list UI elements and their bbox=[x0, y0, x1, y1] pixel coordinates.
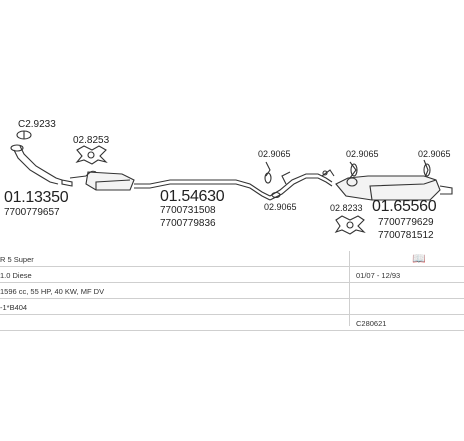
gasket-c29233-shape bbox=[16, 130, 32, 140]
info-left: -1*B404 bbox=[0, 303, 28, 312]
middle-silencer-shape bbox=[69, 170, 135, 191]
intermediate-pipe-shape bbox=[134, 179, 271, 201]
part-code-029065-d: 02.9065 bbox=[418, 149, 451, 159]
rear-silencer-shape bbox=[335, 175, 453, 201]
part-ref-7700779836: 7700779836 bbox=[160, 218, 216, 229]
info-right: 01/07 - 12/93 bbox=[356, 271, 401, 280]
exhaust-drawing bbox=[10, 130, 453, 235]
part-ref-7700731508: 7700731508 bbox=[160, 205, 216, 216]
front-pipe-shape bbox=[10, 144, 73, 187]
vehicle-info-table: R 5 Super 📖 1.0 Diese 01/07 - 12/93 1596… bbox=[0, 251, 464, 331]
info-row: C280621 bbox=[0, 315, 464, 331]
info-row: -1*B404 bbox=[0, 299, 464, 315]
info-column-divider bbox=[349, 251, 350, 326]
part-code-028233: 02.8233 bbox=[330, 203, 363, 213]
part-ref-7700781512: 7700781512 bbox=[378, 230, 434, 241]
part-code-0165560: 01.65560 bbox=[372, 198, 437, 215]
info-right: C280621 bbox=[356, 319, 387, 328]
part-ref-7700779657: 7700779657 bbox=[4, 207, 60, 218]
part-code-029065-a: 02.9065 bbox=[258, 149, 291, 159]
part-code-029065-b: 02.9065 bbox=[264, 202, 297, 212]
info-row: R 5 Super 📖 bbox=[0, 251, 464, 267]
part-code-029065-c: 02.9065 bbox=[346, 149, 379, 159]
clamp-028233-shape bbox=[334, 215, 366, 235]
exhaust-diagram: C2.9233 02.8253 01.13350 7700779657 01.5… bbox=[4, 119, 453, 241]
part-code-c29233: C2.9233 bbox=[18, 119, 56, 130]
info-left: 1.0 Diese bbox=[0, 271, 32, 280]
part-code-0154630: 01.54630 bbox=[160, 188, 225, 205]
part-code-0113350: 01.13350 bbox=[4, 189, 69, 206]
manual-icon[interactable]: 📖 bbox=[412, 253, 426, 265]
part-ref-7700779629: 7700779629 bbox=[378, 217, 434, 228]
info-left: R 5 Super bbox=[0, 255, 34, 264]
info-left: 1596 cc, 55 HP, 40 KW, MF DV bbox=[0, 287, 105, 296]
clamp-028253-shape bbox=[75, 145, 108, 165]
part-code-028253: 02.8253 bbox=[73, 135, 110, 146]
rear-pipe-shape bbox=[264, 169, 335, 201]
info-row: 1596 cc, 55 HP, 40 KW, MF DV bbox=[0, 283, 464, 299]
info-row: 1.0 Diese 01/07 - 12/93 bbox=[0, 267, 464, 283]
